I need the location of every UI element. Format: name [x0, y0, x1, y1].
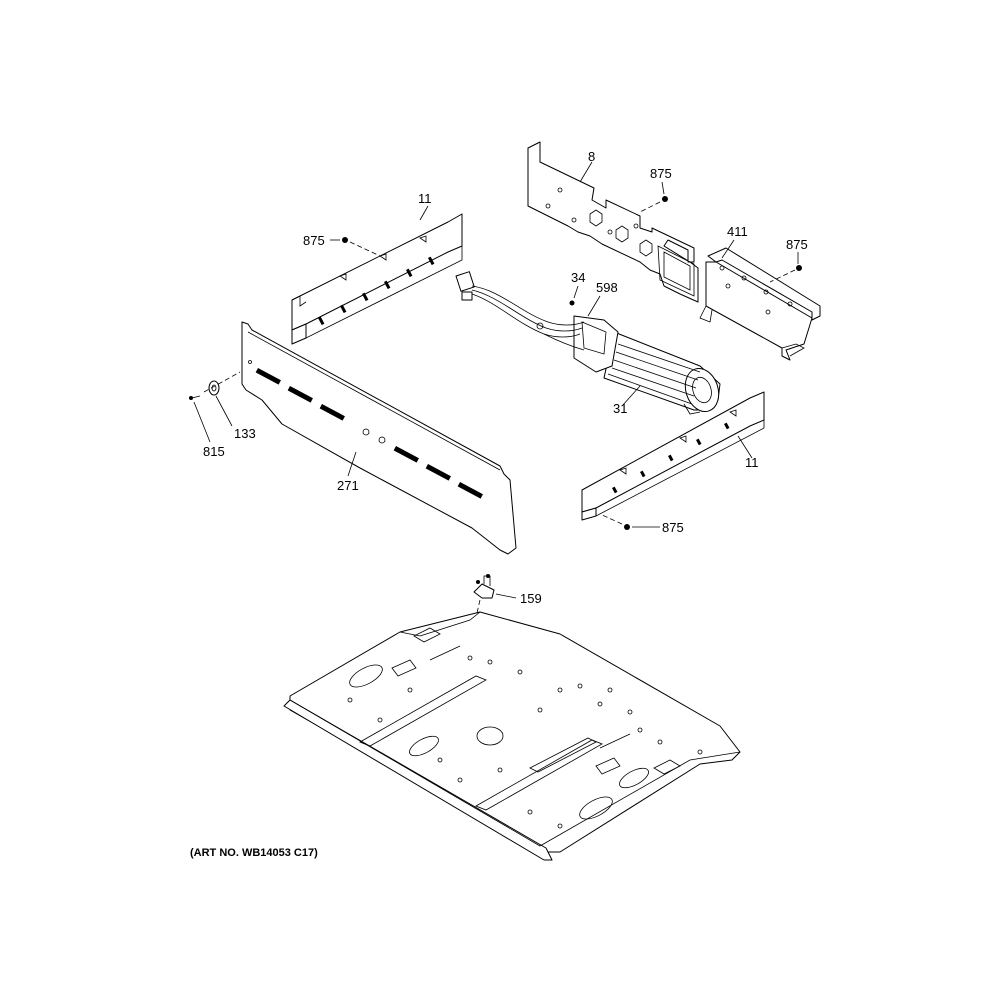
callout-271: 271 [337, 478, 359, 493]
callout-598: 598 [596, 280, 618, 295]
sensor-part-159 [473, 574, 495, 599]
chassis-holes [347, 655, 703, 829]
fan-motor-part-31 [573, 315, 721, 415]
callout-11-right: 11 [745, 455, 759, 470]
callout-8: 8 [588, 149, 595, 164]
callout-815: 815 [203, 444, 225, 459]
channel-rail-part-11-right [581, 391, 765, 521]
callout-875-left: 875 [303, 233, 325, 248]
screw-part-875-top-right [662, 196, 668, 202]
front-panel-part-271 [241, 321, 517, 555]
callout-labels: 8 875 11 875 411 875 34 598 31 133 815 1… [203, 149, 808, 606]
base-chassis-plate [283, 611, 741, 861]
callout-11-left: 11 [418, 191, 432, 206]
screw-part-875-left [342, 237, 348, 243]
callout-411: 411 [727, 224, 748, 239]
callout-875-bottom: 875 [662, 520, 684, 535]
callout-34: 34 [571, 270, 585, 285]
screw-part-875-right [796, 265, 802, 271]
rear-plate-part-8 [527, 141, 699, 303]
channel-rail-part-11-left [291, 213, 463, 345]
callout-875-right: 875 [786, 237, 808, 252]
screw-part-875-bottom [624, 524, 630, 530]
screw-part-34 [569, 300, 575, 306]
leader-lines [193, 161, 799, 599]
callout-133: 133 [234, 426, 256, 441]
callout-159: 159 [520, 591, 542, 606]
screw-part-815 [189, 395, 201, 400]
callout-875-top-right: 875 [650, 166, 672, 181]
art-number: (ART NO. WB14053 C17) [190, 847, 318, 859]
callout-31: 31 [613, 401, 627, 416]
bracket-part-411 [699, 247, 821, 361]
wire-harness-part-598 [455, 271, 585, 351]
knob-part-133 [208, 380, 220, 396]
